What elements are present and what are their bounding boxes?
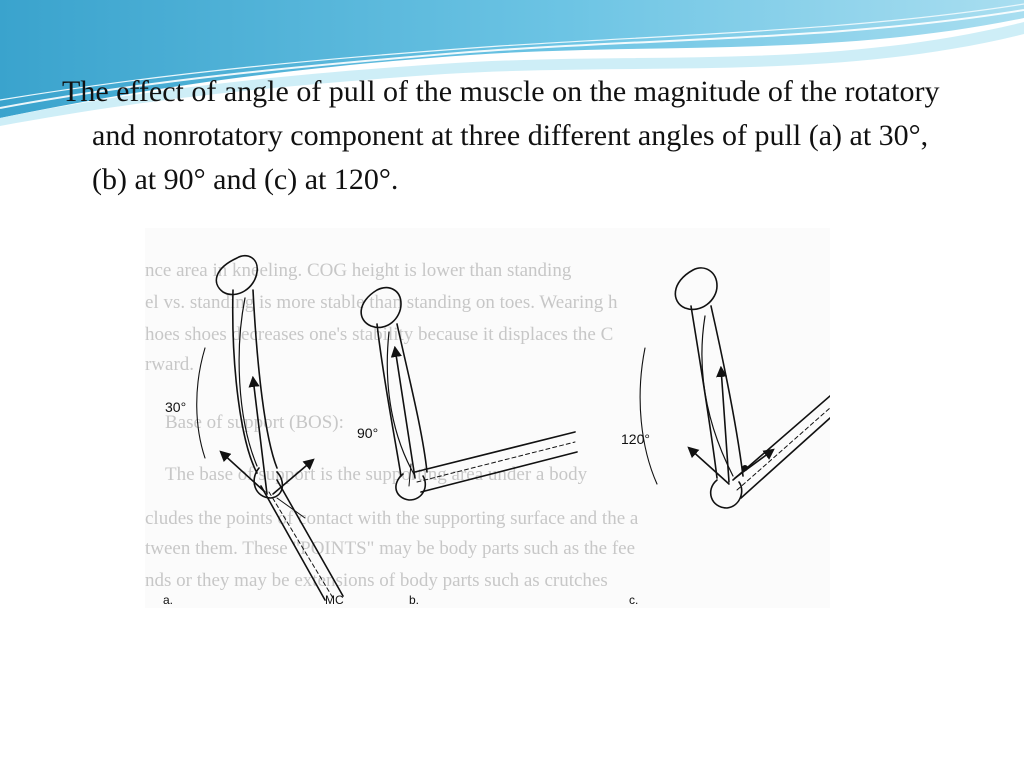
bg-line: nce area in kneeling. COG height is lowe… [145, 260, 572, 281]
panel-a-mc-label: MC [325, 593, 344, 607]
bg-line: cludes the points of contact with the su… [145, 508, 639, 529]
header-wave-decoration [0, 0, 1024, 126]
panel-a-letter: a. [163, 593, 173, 607]
slide-body-text: The effect of angle of pull of the muscl… [62, 70, 962, 202]
bg-line: tween them. These "POINTS" may be body p… [145, 538, 635, 559]
panel-a-diagram [196, 254, 344, 601]
panel-b-letter: b. [409, 593, 419, 607]
panel-b-diagram [360, 286, 578, 501]
panel-c-diagram [639, 267, 830, 509]
panel-b-angle-label: 90° [357, 425, 378, 441]
bg-line: hoes shoes decreases one's stability bec… [145, 324, 613, 345]
elbow-angle-of-pull-figure: nce area in kneeling. COG height is lowe… [145, 228, 830, 608]
panel-c-letter: c. [629, 593, 638, 607]
bg-line: el vs. standing is more stable than stan… [145, 292, 618, 313]
bg-line: The base of support is the supporting ar… [165, 464, 588, 485]
bg-line: rward. [145, 354, 194, 375]
bg-line: Base of support (BOS): [165, 412, 344, 433]
bullet-paragraph: The effect of angle of pull of the muscl… [62, 75, 940, 196]
bg-line: nds or they may be extensions of body pa… [145, 570, 608, 591]
panel-a-angle-label: 30° [165, 399, 186, 415]
background-text: nce area in kneeling. COG height is lowe… [145, 260, 639, 591]
panel-c-angle-label: 120° [621, 431, 650, 447]
